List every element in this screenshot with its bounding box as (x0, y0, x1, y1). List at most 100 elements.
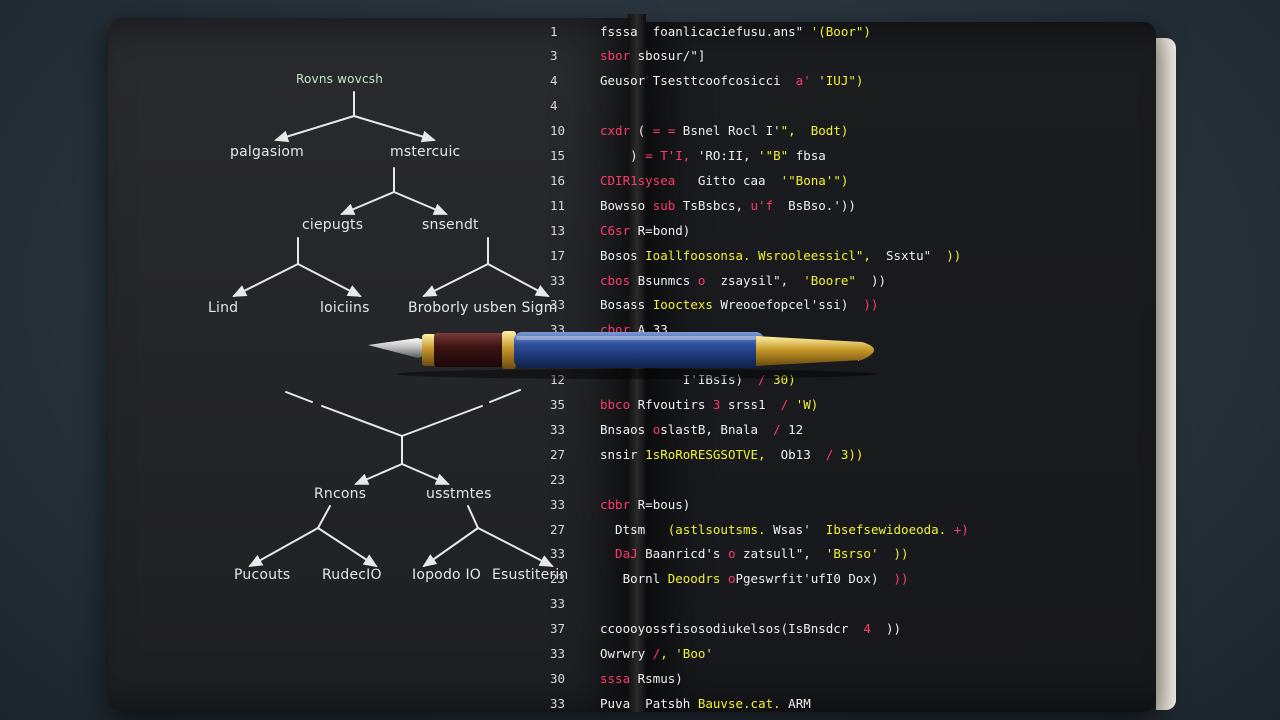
code-token: Bowsso (600, 197, 653, 213)
line-number: 3 (550, 48, 558, 64)
code-token: 12 (788, 421, 804, 437)
code-token: Bornl (600, 571, 668, 587)
pen-gold-ring (422, 334, 436, 366)
code-token: srss1 (727, 397, 774, 412)
line-number: 27 (550, 446, 566, 462)
code-token: ( (630, 123, 653, 139)
code-token: Ibsefsewidoeoda. (825, 521, 954, 537)
code-token: I'IBsIs) (682, 372, 751, 388)
code-token: Bosass (600, 297, 653, 313)
code-line: 15 ) = T'I, 'RO:II, '"B" fbsa (540, 145, 826, 167)
code-token: sbosur/"] (637, 48, 706, 64)
code-token: CDIR1sysea (600, 172, 683, 188)
code-token: u'f (750, 197, 774, 213)
code-token: Dtsm (600, 521, 653, 537)
code-token: 1sRoRoRESGSOTVE, (645, 446, 766, 462)
code-token: o (727, 546, 736, 562)
tree-edge (285, 391, 313, 403)
tree-node-label: Lind (208, 300, 239, 316)
code-token: Wsrooleessicl", (758, 247, 871, 263)
tree-edge (393, 191, 448, 215)
pen-grip (434, 333, 506, 367)
code-token: Bsunmcs (637, 272, 698, 288)
code-token: / (652, 646, 661, 661)
code-token: zsaysil", (705, 272, 804, 288)
tree-root-label: Rovns wovcsh (296, 72, 384, 86)
code-token: DaJ (600, 546, 646, 562)
code-token: Bauvse.cat. (697, 695, 789, 711)
code-token: Rfvoutirs (637, 397, 713, 412)
code-line: 27 Dtsm (astlsoutsms. Wsas' Ibsefsewidoe… (540, 518, 969, 540)
code-line: 33 DaJ Baanricd's o zatsull", 'Bsrso' )) (540, 543, 909, 565)
tree-edge (354, 463, 403, 485)
line-number: 11 (550, 197, 566, 213)
code-token: '"Bona'") (773, 172, 849, 188)
pen-barrel (514, 332, 764, 368)
code-token: cbos (600, 272, 638, 288)
code-token: o (727, 571, 736, 587)
line-number: 33 (550, 297, 566, 313)
tree-node-label: snsendt (422, 217, 479, 233)
code-token: = T'I, (645, 148, 691, 163)
tree-edge (340, 191, 395, 215)
code-token: Deoodrs (667, 571, 728, 587)
code-token: , 'Boo' (660, 646, 713, 661)
line-number: 17 (550, 247, 566, 263)
tree-node-label: palgasiom (230, 144, 305, 160)
code-token: / (818, 446, 841, 462)
code-token: Rsmus) (637, 670, 683, 686)
line-number: 27 (550, 521, 566, 537)
pen-nib (368, 338, 424, 358)
tree-edge (477, 527, 554, 567)
code-token: o (697, 272, 706, 288)
tree-edge (422, 263, 489, 297)
code-line: 12 I'IBsIs) / 30) (540, 369, 796, 391)
line-number: 33 (550, 546, 566, 562)
fountain-pen (368, 331, 876, 379)
code-token: )) (878, 546, 909, 562)
code-token: )) (870, 621, 902, 637)
code-token: 'W) (795, 397, 819, 412)
code-token: a' (795, 73, 811, 89)
tree-node-label: Pucouts (234, 567, 291, 583)
code-token: Rocl I' (727, 123, 781, 139)
line-number: 12 (550, 372, 566, 388)
tree-node-label: usstmtes (426, 486, 492, 502)
code-token: (astlsoutsms. (652, 521, 774, 537)
tree-edge (353, 115, 436, 143)
line-number: 16 (550, 172, 566, 188)
tree-edge (317, 527, 378, 568)
code-line: 33 (540, 593, 600, 615)
line-number: 23 (550, 571, 566, 587)
code-token: Wsas' (773, 521, 826, 537)
code-token: Bsnel (675, 123, 728, 139)
code-token: 3)) (840, 446, 864, 462)
code-token: sbor (600, 48, 638, 64)
code-token: BsBso.')) (773, 197, 856, 213)
code-token: 'IUJ") (810, 73, 864, 89)
code-token: Wreooefopcel'ssi) (720, 297, 849, 313)
tree-node-label: mstercuic (390, 144, 461, 160)
code-token: / (773, 397, 796, 412)
code-token: ccoooyossfisosod (600, 621, 721, 637)
pen-highlight (516, 336, 756, 340)
tree-edge (489, 389, 521, 403)
tree-edge (487, 263, 550, 297)
code-token: Ioallfoosonsa. (645, 247, 759, 263)
code-token: sub (652, 197, 683, 213)
line-number: 30 (550, 670, 566, 686)
code-token: IsBnsdcr (788, 621, 856, 637)
code-token: R=bous) (637, 496, 691, 512)
code-token: Baanricd's (645, 546, 728, 562)
tree-edge (467, 505, 479, 529)
code-token: )) (886, 571, 909, 587)
code-line: 4 (540, 95, 600, 117)
